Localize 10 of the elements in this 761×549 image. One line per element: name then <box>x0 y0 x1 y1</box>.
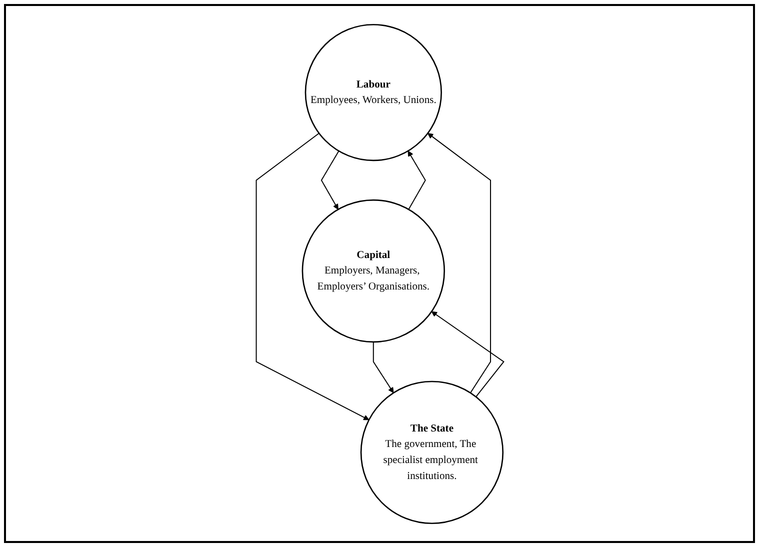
arrow <box>430 310 504 397</box>
diagram-frame: Labour Employees, Workers, Unions. Capital Employers, Managers, Employers’ Organisations. The State The government, The specialist employment institutions. <box>4 4 755 543</box>
arrow <box>255 132 369 420</box>
arrow <box>427 132 491 393</box>
node-circle <box>360 380 504 524</box>
arrow <box>407 150 426 210</box>
node-circle <box>304 23 442 161</box>
node-circle <box>301 198 444 342</box>
arrow <box>320 150 339 210</box>
arrow <box>372 340 394 393</box>
